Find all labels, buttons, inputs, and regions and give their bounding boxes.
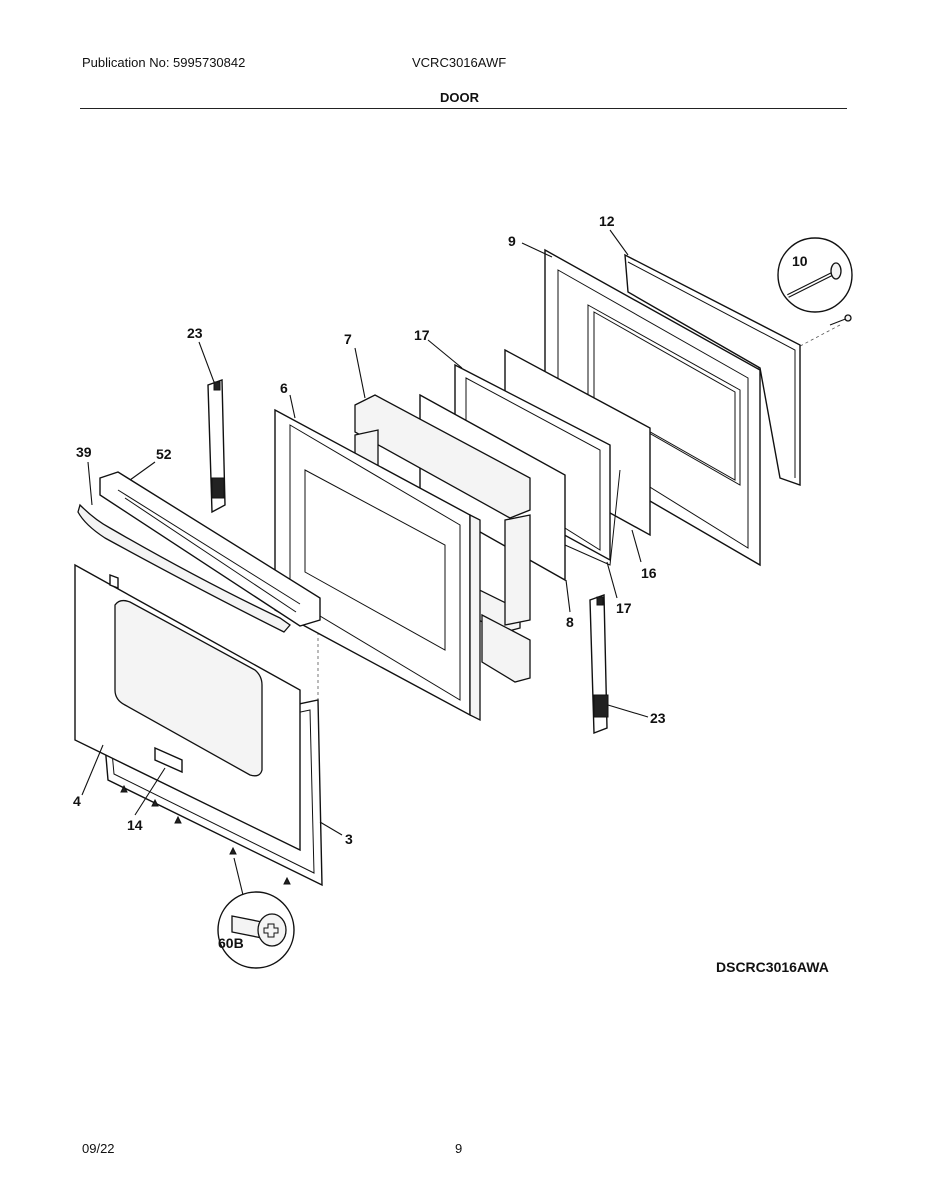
callout-12: 12 xyxy=(599,213,615,229)
door-frame xyxy=(274,408,481,722)
callout-17-bottom: 17 xyxy=(616,600,632,616)
callout-7: 7 xyxy=(344,331,352,347)
callout-52: 52 xyxy=(156,446,172,462)
callout-6: 6 xyxy=(280,380,288,396)
callout-3: 3 xyxy=(345,831,353,847)
model-number: VCRC3016AWF xyxy=(412,55,507,70)
section-title: DOOR xyxy=(440,90,479,105)
callout-4: 4 xyxy=(73,793,81,809)
drawing-code: DSCRC3016AWA xyxy=(716,959,829,975)
header-divider xyxy=(80,108,847,109)
leader-lines xyxy=(81,229,649,896)
page-number: 9 xyxy=(455,1141,463,1156)
footer-date: 09/22 xyxy=(82,1141,115,1156)
callout-23-right: 23 xyxy=(650,710,666,726)
callout-14: 14 xyxy=(127,817,143,833)
door-handle xyxy=(77,503,291,633)
door-gasket xyxy=(624,253,801,486)
outer-glass-panel xyxy=(74,563,301,852)
bottom-screws xyxy=(120,784,291,885)
screw-detail xyxy=(217,891,295,969)
hinge-channel-right xyxy=(589,594,609,735)
callout-23-left: 23 xyxy=(187,325,203,341)
nameplate-badge xyxy=(154,746,183,774)
hinge-channel-left xyxy=(207,379,226,514)
callout-10: 10 xyxy=(792,253,808,269)
vent-trim xyxy=(99,471,321,627)
callout-8: 8 xyxy=(566,614,574,630)
hinge-pin-detail xyxy=(777,237,853,326)
callout-60b: 60B xyxy=(218,935,244,951)
callout-17-top: 17 xyxy=(414,327,430,343)
glass-retainer-front xyxy=(564,469,621,566)
callout-16: 16 xyxy=(641,565,657,581)
callout-39: 39 xyxy=(76,444,92,460)
publication-number: Publication No: 5995730842 xyxy=(82,55,246,70)
callout-9: 9 xyxy=(508,233,516,249)
